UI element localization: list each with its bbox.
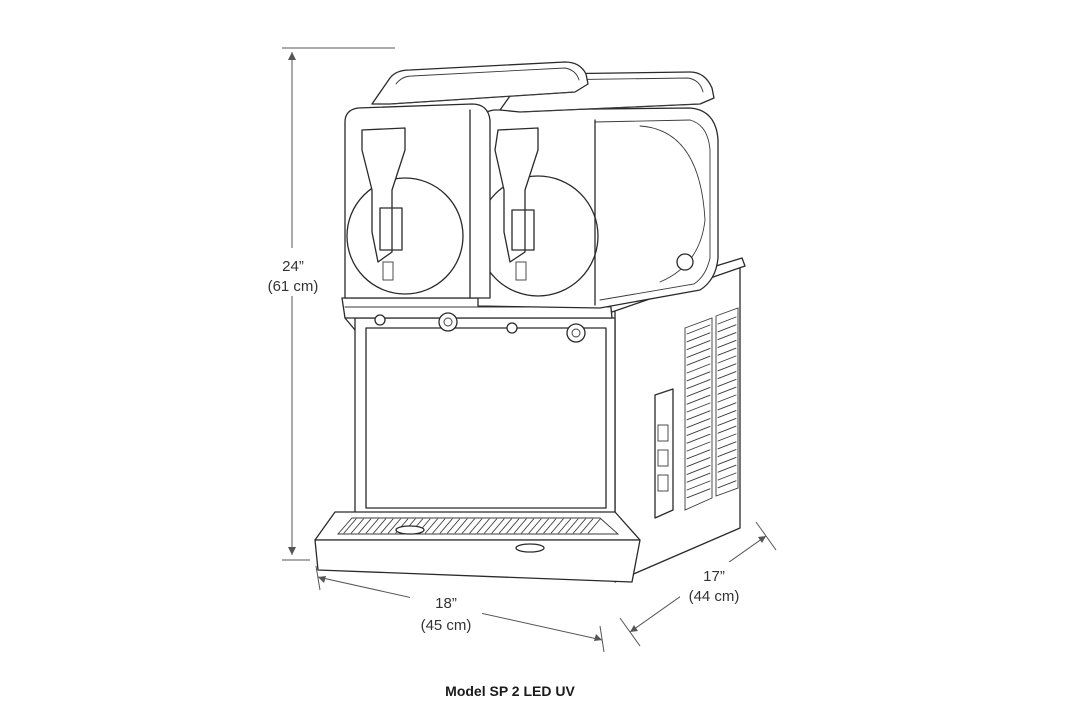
slat bbox=[513, 518, 527, 534]
slat bbox=[686, 441, 711, 452]
slat bbox=[521, 518, 535, 534]
slat bbox=[717, 324, 737, 333]
bowl-left bbox=[344, 61, 589, 299]
machine-body bbox=[314, 61, 746, 583]
slat bbox=[343, 518, 357, 534]
slat bbox=[686, 472, 711, 483]
slat bbox=[686, 371, 711, 382]
depth-imperial-label: 17” bbox=[703, 568, 725, 585]
slat bbox=[447, 518, 461, 534]
width-metric-label: (45 cm) bbox=[421, 617, 472, 634]
slat bbox=[717, 449, 737, 458]
depth-metric-label: (44 cm) bbox=[689, 588, 740, 605]
slat bbox=[498, 518, 512, 534]
slat bbox=[491, 518, 505, 534]
front-panel bbox=[365, 327, 607, 509]
model-caption: Model SP 2 LED UV bbox=[445, 683, 575, 699]
slat bbox=[350, 518, 364, 534]
slat bbox=[686, 347, 711, 358]
slat bbox=[717, 472, 737, 481]
spout-left bbox=[361, 127, 406, 263]
slat bbox=[373, 518, 387, 534]
slat bbox=[686, 418, 711, 429]
slat bbox=[717, 464, 737, 473]
slat bbox=[550, 518, 564, 534]
slat bbox=[686, 332, 711, 343]
slat bbox=[558, 518, 572, 534]
slat bbox=[365, 518, 379, 534]
slat bbox=[686, 340, 711, 351]
slat bbox=[686, 363, 711, 374]
slat bbox=[717, 456, 737, 465]
slat bbox=[686, 480, 711, 491]
slat bbox=[469, 518, 483, 534]
height-imperial-label: 24” bbox=[282, 258, 304, 275]
slat bbox=[686, 379, 711, 390]
slat bbox=[717, 339, 737, 348]
slat bbox=[717, 410, 737, 419]
slat bbox=[717, 371, 737, 380]
control-knob-left bbox=[438, 312, 458, 332]
slat bbox=[686, 457, 711, 468]
slat bbox=[424, 518, 438, 534]
slat bbox=[484, 518, 498, 534]
slat bbox=[454, 518, 468, 534]
drip-tray bbox=[314, 511, 641, 583]
slat bbox=[439, 518, 453, 534]
slat bbox=[686, 433, 711, 444]
slat bbox=[686, 464, 711, 475]
slat bbox=[686, 386, 711, 397]
slat bbox=[686, 449, 711, 460]
drip-tray-grate bbox=[337, 517, 620, 535]
slat bbox=[717, 425, 737, 434]
slat bbox=[717, 417, 737, 426]
slat bbox=[717, 386, 737, 395]
slat bbox=[432, 518, 446, 534]
height-metric-label: (61 cm) bbox=[268, 278, 319, 295]
slat bbox=[717, 378, 737, 387]
slat bbox=[572, 518, 586, 534]
control-knob-right bbox=[566, 323, 586, 343]
slat bbox=[528, 518, 542, 534]
slat bbox=[717, 363, 737, 372]
width-dimension: 18” (45 cm) bbox=[315, 565, 605, 653]
slat bbox=[717, 316, 737, 325]
bowl-right bbox=[477, 71, 719, 309]
slat bbox=[686, 410, 711, 421]
slat bbox=[686, 488, 711, 499]
slat bbox=[476, 518, 490, 534]
slat bbox=[686, 425, 711, 436]
slat bbox=[580, 518, 594, 534]
slat bbox=[461, 518, 475, 534]
slat bbox=[686, 402, 711, 413]
slat bbox=[717, 402, 737, 411]
slat bbox=[717, 480, 737, 489]
slat bbox=[717, 332, 737, 341]
slat bbox=[717, 441, 737, 450]
slat bbox=[686, 324, 711, 335]
slat bbox=[565, 518, 579, 534]
slat bbox=[506, 518, 520, 534]
slat bbox=[717, 394, 737, 403]
slat bbox=[535, 518, 549, 534]
slat bbox=[717, 433, 737, 442]
height-dimension: 24” (61 cm) bbox=[262, 47, 395, 561]
width-imperial-label: 18” bbox=[435, 595, 457, 612]
side-switch-panel bbox=[654, 388, 674, 519]
slat bbox=[587, 518, 601, 534]
lid-left bbox=[371, 61, 589, 105]
slat bbox=[717, 355, 737, 364]
side-vents bbox=[684, 307, 739, 511]
slat bbox=[387, 518, 401, 534]
slat bbox=[543, 518, 557, 534]
spout-right bbox=[494, 127, 539, 263]
slat bbox=[717, 347, 737, 356]
slat bbox=[358, 518, 372, 534]
depth-dimension: 17” (44 cm) bbox=[619, 521, 777, 647]
slat bbox=[380, 518, 394, 534]
slat bbox=[686, 394, 711, 405]
slat bbox=[686, 355, 711, 366]
